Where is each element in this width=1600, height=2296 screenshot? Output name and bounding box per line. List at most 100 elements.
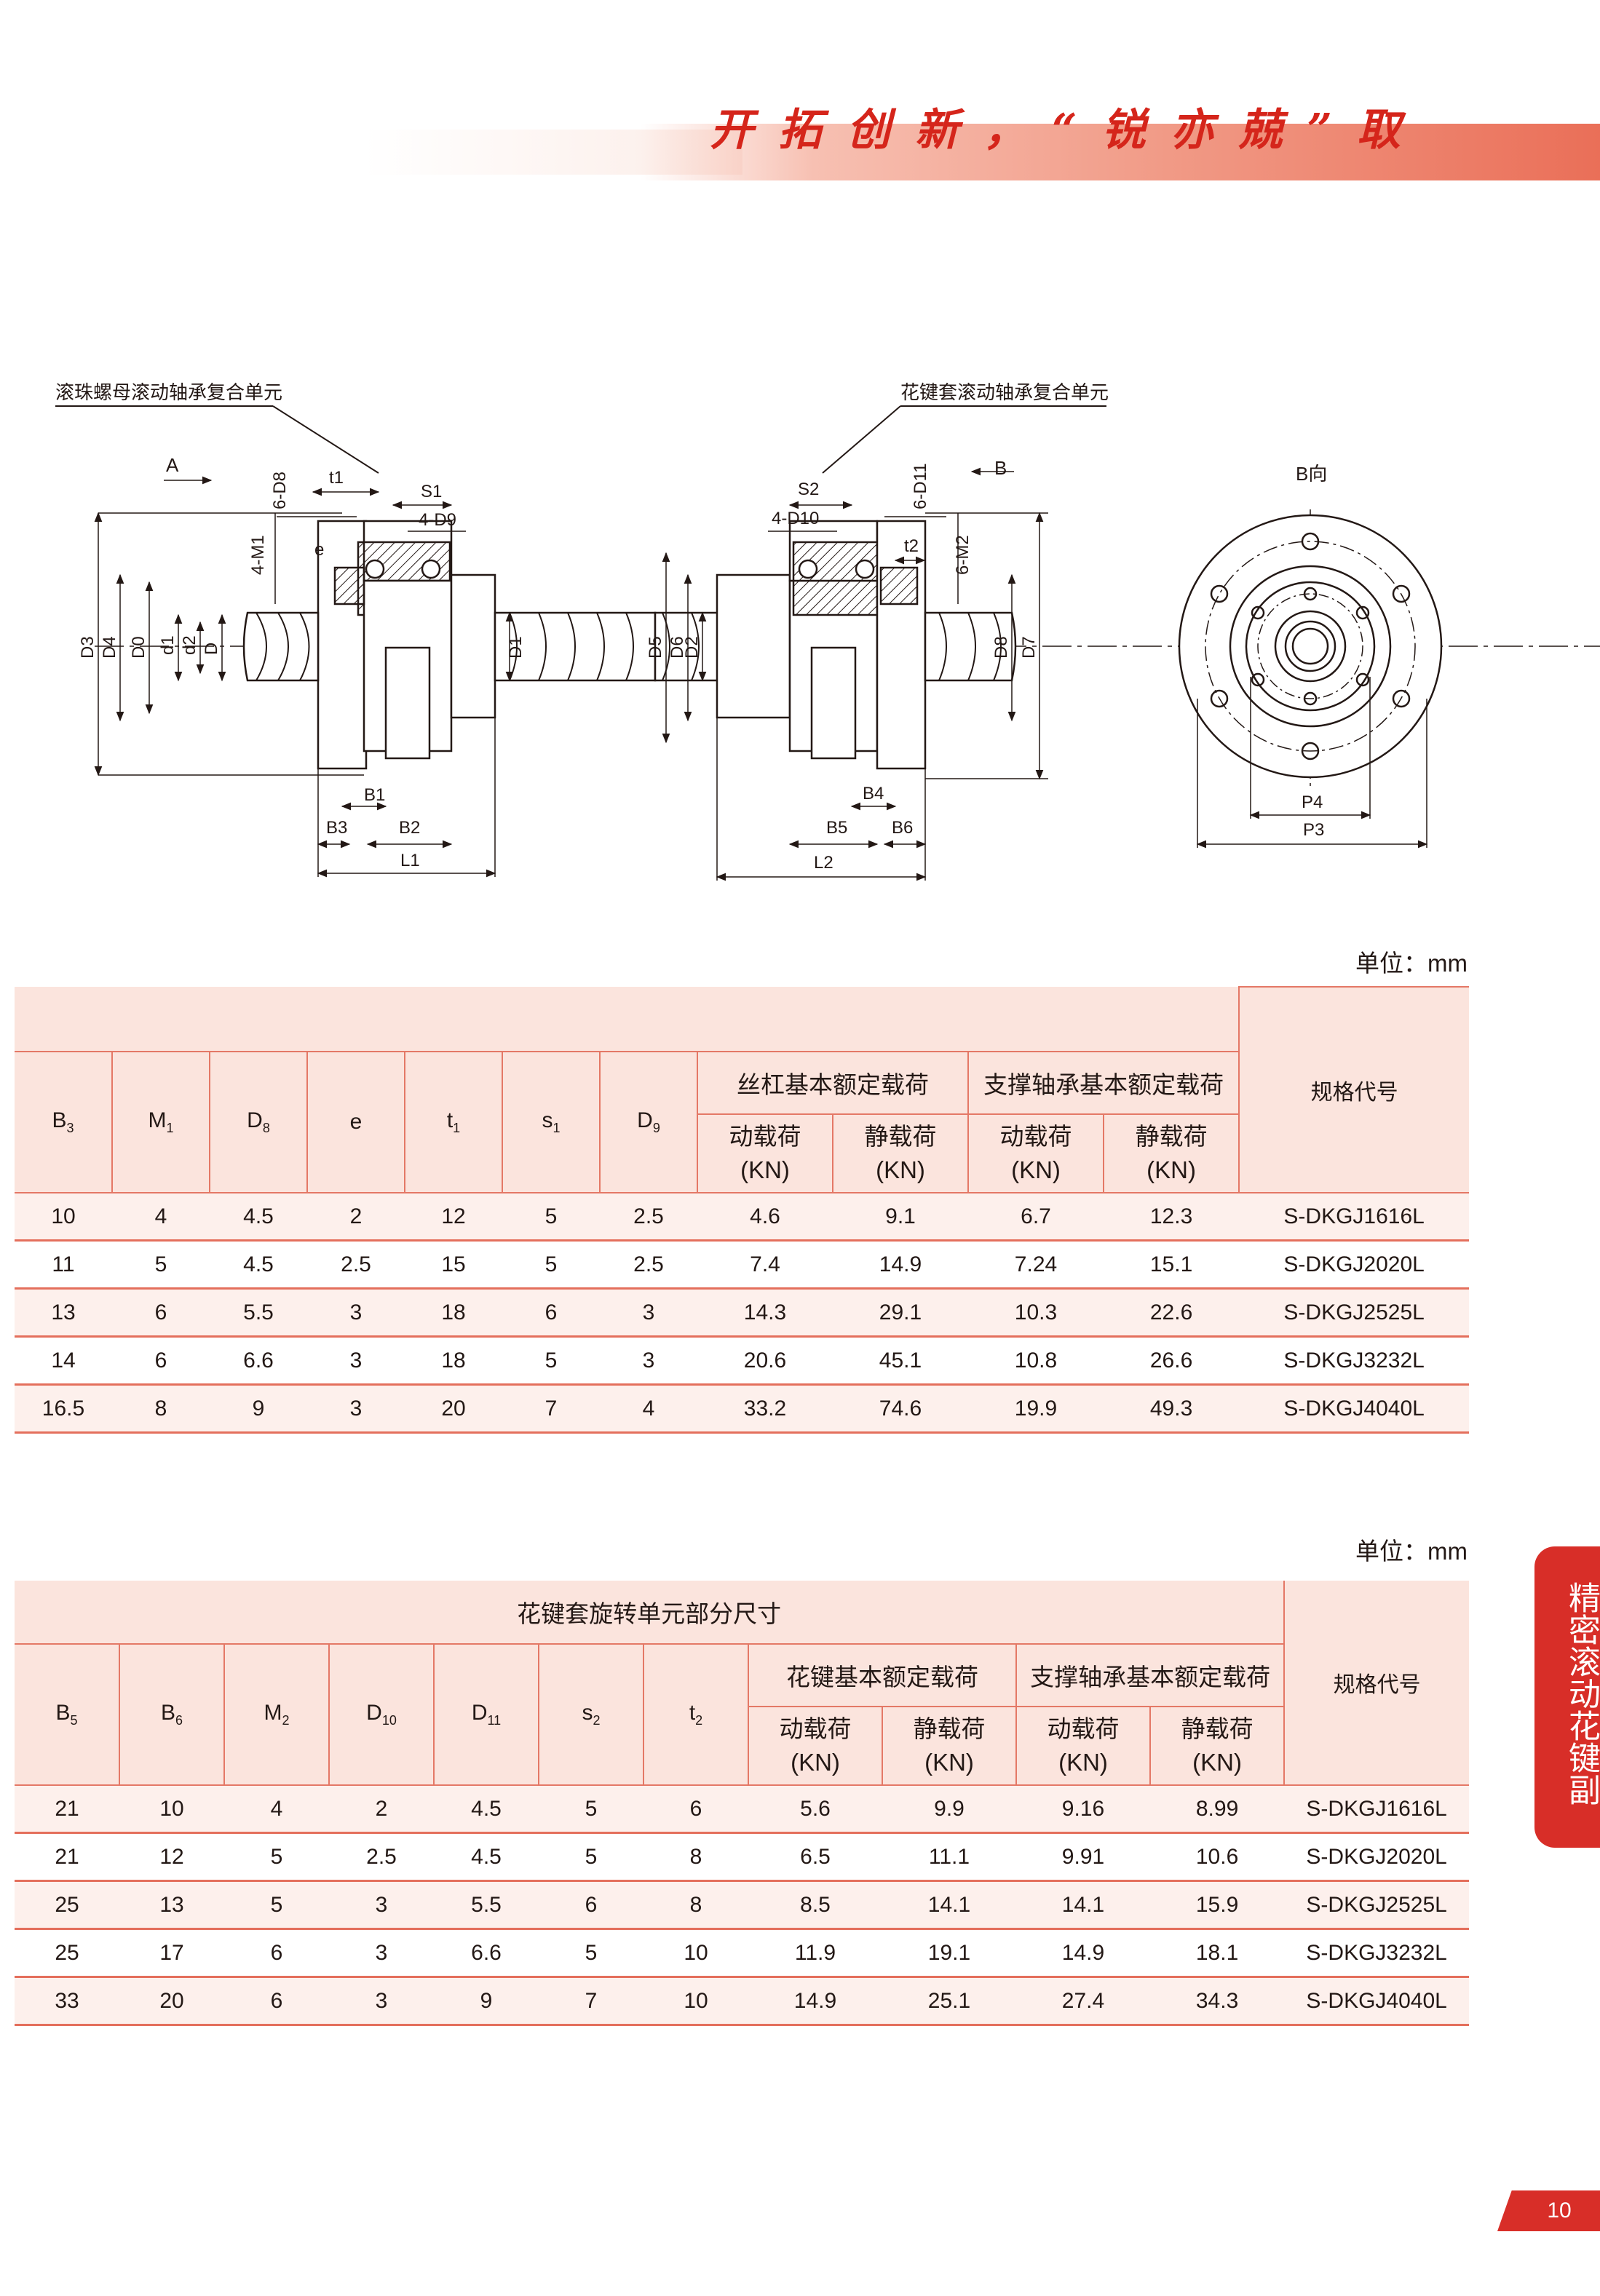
table-cell: 21 [15, 1785, 119, 1834]
table-cell: 3 [307, 1336, 405, 1386]
table2-col-t2: t2 [643, 1643, 749, 1786]
table-cell: 10 [119, 1785, 224, 1834]
table2-title: 花键套旋转单元部分尺寸 [15, 1581, 1286, 1645]
table-cell: 45.1 [833, 1336, 968, 1386]
table1-group-bearing-load: 支撑轴承基本额定载荷 [967, 1051, 1240, 1115]
table-cell: 9.9 [882, 1785, 1016, 1834]
table2-stat-2: 静载荷(KN) [1149, 1706, 1286, 1786]
page-number: 10 [1547, 2198, 1572, 2222]
right-unit [654, 520, 1017, 881]
svg-text:P4: P4 [1302, 793, 1323, 812]
svg-text:d2: d2 [180, 635, 199, 655]
svg-text:e: e [314, 540, 324, 560]
table-cell: 12.3 [1104, 1193, 1240, 1242]
svg-text:B向: B向 [1296, 463, 1327, 485]
table-cell: 20.6 [697, 1336, 833, 1386]
svg-text:6-D11: 6-D11 [911, 463, 930, 509]
side-tab-label: 精密滚动花键副 [1563, 1581, 1600, 1806]
table-cell: 5 [112, 1240, 210, 1290]
table1-group-screw-load: 丝杠基本额定载荷 [697, 1051, 969, 1115]
table-cell: 12 [119, 1832, 224, 1882]
table-cell: 18.1 [1150, 1928, 1285, 1978]
svg-text:4-D9: 4-D9 [419, 510, 456, 530]
svg-text:D7: D7 [1019, 636, 1039, 659]
svg-text:B: B [994, 457, 1007, 479]
table1-stat-1: 静载荷(KN) [832, 1113, 969, 1193]
table2-col-b5: B5 [15, 1643, 120, 1786]
table1-col-e: e [306, 1051, 405, 1193]
table-cell: 2.5 [307, 1240, 405, 1290]
table-cell: 7.4 [697, 1240, 833, 1290]
svg-text:B6: B6 [892, 818, 913, 838]
table-cell: 5.5 [210, 1288, 307, 1338]
table-cell: 8 [643, 1880, 748, 1930]
table1-ball-screw-unit: 规格代号 B3 M1 D8 e t1 s1 D9 丝杠基本额定载荷 支撑轴承基本… [15, 986, 1470, 1434]
table2-dyn-1: 动载荷(KN) [748, 1706, 883, 1786]
table-cell: 2.5 [600, 1193, 697, 1242]
svg-text:D2: D2 [682, 636, 702, 659]
table-cell: 3 [600, 1336, 697, 1386]
table1-col-s1: s1 [502, 1051, 601, 1193]
table-cell: 14.9 [748, 1977, 882, 2026]
table-cell: 2 [307, 1193, 405, 1242]
table-cell: 5 [502, 1193, 600, 1242]
table-cell: 4 [112, 1193, 210, 1242]
table-cell: 4 [600, 1384, 697, 1434]
table-cell: 33 [15, 1977, 119, 2026]
table-cell: 7 [539, 1977, 643, 2026]
table-cell: 27.4 [1016, 1977, 1150, 2026]
table2-col-b6: B6 [119, 1643, 225, 1786]
table1-col-b3: B3 [15, 1051, 113, 1193]
spec-code-cell: S-DKGJ1616L [1284, 1785, 1470, 1834]
table-cell: 10 [643, 1928, 748, 1978]
table-cell: 6.5 [748, 1832, 882, 1882]
table-cell: 11.9 [748, 1928, 882, 1978]
b-view-dimensions: P4 P3 [1196, 677, 1428, 849]
svg-text:L1: L1 [400, 851, 420, 870]
table1-stat-2: 静载荷(KN) [1102, 1113, 1240, 1193]
svg-text:B1: B1 [364, 785, 385, 805]
svg-text:B4: B4 [863, 784, 884, 803]
svg-text:D4: D4 [100, 636, 119, 659]
table-cell: 12 [405, 1193, 502, 1242]
table-cell: 17 [119, 1928, 224, 1978]
table1-unit: 单位：mm [1355, 950, 1468, 977]
page-number-badge: 10 [1497, 2190, 1600, 2231]
table-cell: 4.5 [434, 1832, 539, 1882]
table-cell: 8 [643, 1832, 748, 1882]
svg-text:S2: S2 [798, 480, 819, 499]
svg-text:D0: D0 [129, 636, 148, 659]
table-cell: 11.1 [882, 1832, 1016, 1882]
table2-col-d11: D11 [433, 1643, 539, 1786]
table-cell: 6 [224, 1928, 329, 1978]
table-cell: 26.6 [1104, 1336, 1240, 1386]
spec-code-cell: S-DKGJ2525L [1284, 1880, 1470, 1930]
svg-text:t1: t1 [329, 468, 344, 488]
spec-code-cell: S-DKGJ4040L [1284, 1977, 1470, 2026]
table-cell: 18 [405, 1336, 502, 1386]
b-view: B向 [1178, 463, 1443, 786]
right-dimensions: B S2 4-D10 6-D11 6-M2 t2 D5 D6 D2 D8 D7 … [646, 457, 1048, 881]
table-cell: 5 [502, 1240, 600, 1290]
svg-text:S1: S1 [421, 482, 442, 501]
table-cell: 6.6 [434, 1928, 539, 1978]
svg-text:D: D [202, 643, 221, 655]
table-cell: 2.5 [329, 1832, 434, 1882]
table1-col-d8: D8 [209, 1051, 308, 1193]
table-cell: 19.9 [968, 1384, 1104, 1434]
table1-dyn-1: 动载荷(KN) [697, 1113, 833, 1193]
table-cell: 2.5 [600, 1240, 697, 1290]
svg-text:D5: D5 [646, 636, 665, 659]
table2-spec-header: 规格代号 [1283, 1581, 1470, 1786]
table-cell: 3 [307, 1384, 405, 1434]
table1-dyn-2: 动载荷(KN) [967, 1113, 1104, 1193]
table-cell: 16.5 [15, 1384, 112, 1434]
table-cell: 4.6 [697, 1193, 833, 1242]
table-cell: 5 [539, 1928, 643, 1978]
